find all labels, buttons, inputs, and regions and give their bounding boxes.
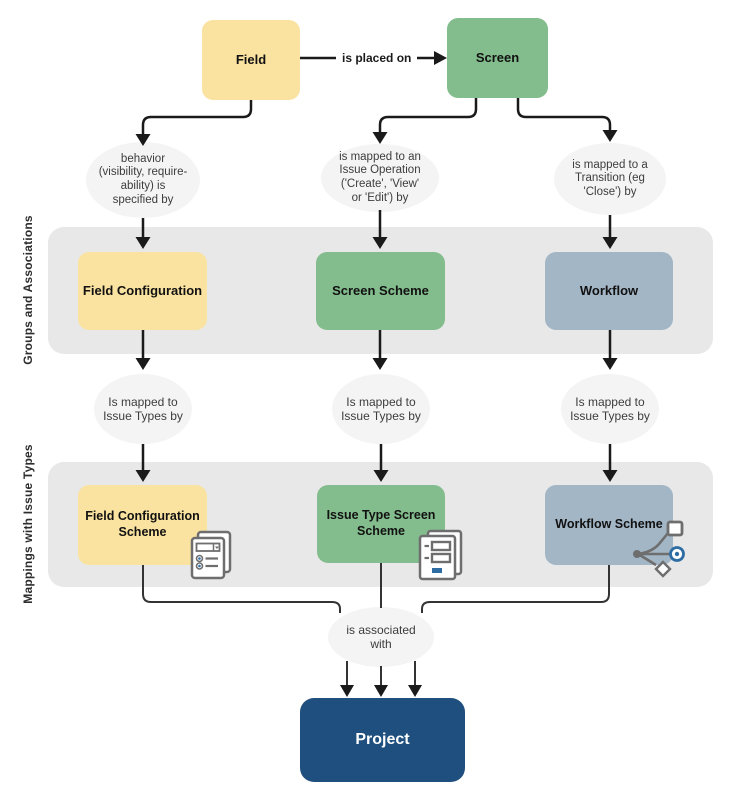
edge-label-mapped-issue-types-2: Is mapped to Issue Types by [332, 374, 430, 444]
node-workflow-scheme: Workflow Scheme [545, 485, 673, 565]
node-field: Field [202, 20, 300, 100]
node-screen-scheme: Screen Scheme [316, 252, 445, 330]
node-field-configuration-scheme: Field Configuration Scheme [78, 485, 207, 565]
edge-label-behavior-specified-by: behavior (visibility, require- ability) … [86, 142, 200, 218]
form-options-pages-icon [188, 530, 234, 582]
band-label-mappings-with-issue-types: Mappings with Issue Types [21, 444, 35, 604]
arrowhead-down-icon [602, 358, 618, 370]
edge-label-issue-operation: is mapped to an Issue Operation ('Create… [321, 144, 439, 212]
arrowhead-right-icon [434, 51, 447, 65]
edge-label-transition: is mapped to a Transition (eg 'Close') b… [554, 143, 666, 215]
band-label-groups-and-associations: Groups and Associations [21, 215, 35, 365]
workflow-branch-icon [628, 516, 690, 580]
form-fields-pages-icon [416, 529, 466, 581]
connector-field-behavior [141, 100, 253, 135]
connector-screen-transition [516, 98, 612, 131]
edge-label-associated-with: is associated with [328, 607, 434, 667]
arrowhead-down-icon [135, 358, 151, 370]
arrowhead-down-icon [372, 132, 388, 144]
arrowhead-down-icon [340, 685, 354, 697]
arrowhead-down-icon [408, 685, 422, 697]
arrowhead-down-icon [374, 685, 388, 697]
arrowhead-down-icon [372, 358, 388, 370]
node-project: Project [300, 698, 465, 782]
node-screen: Screen [447, 18, 548, 98]
connector-screen-operation [378, 98, 478, 133]
edge-label-is-placed-on: is placed on [336, 49, 418, 67]
edge-label-mapped-issue-types-1: Is mapped to Issue Types by [94, 374, 192, 444]
arrowhead-down-icon [602, 130, 618, 142]
edge-label-mapped-issue-types-3: Is mapped to Issue Types by [561, 374, 659, 444]
node-workflow: Workflow [545, 252, 673, 330]
node-field-configuration: Field Configuration [78, 252, 207, 330]
